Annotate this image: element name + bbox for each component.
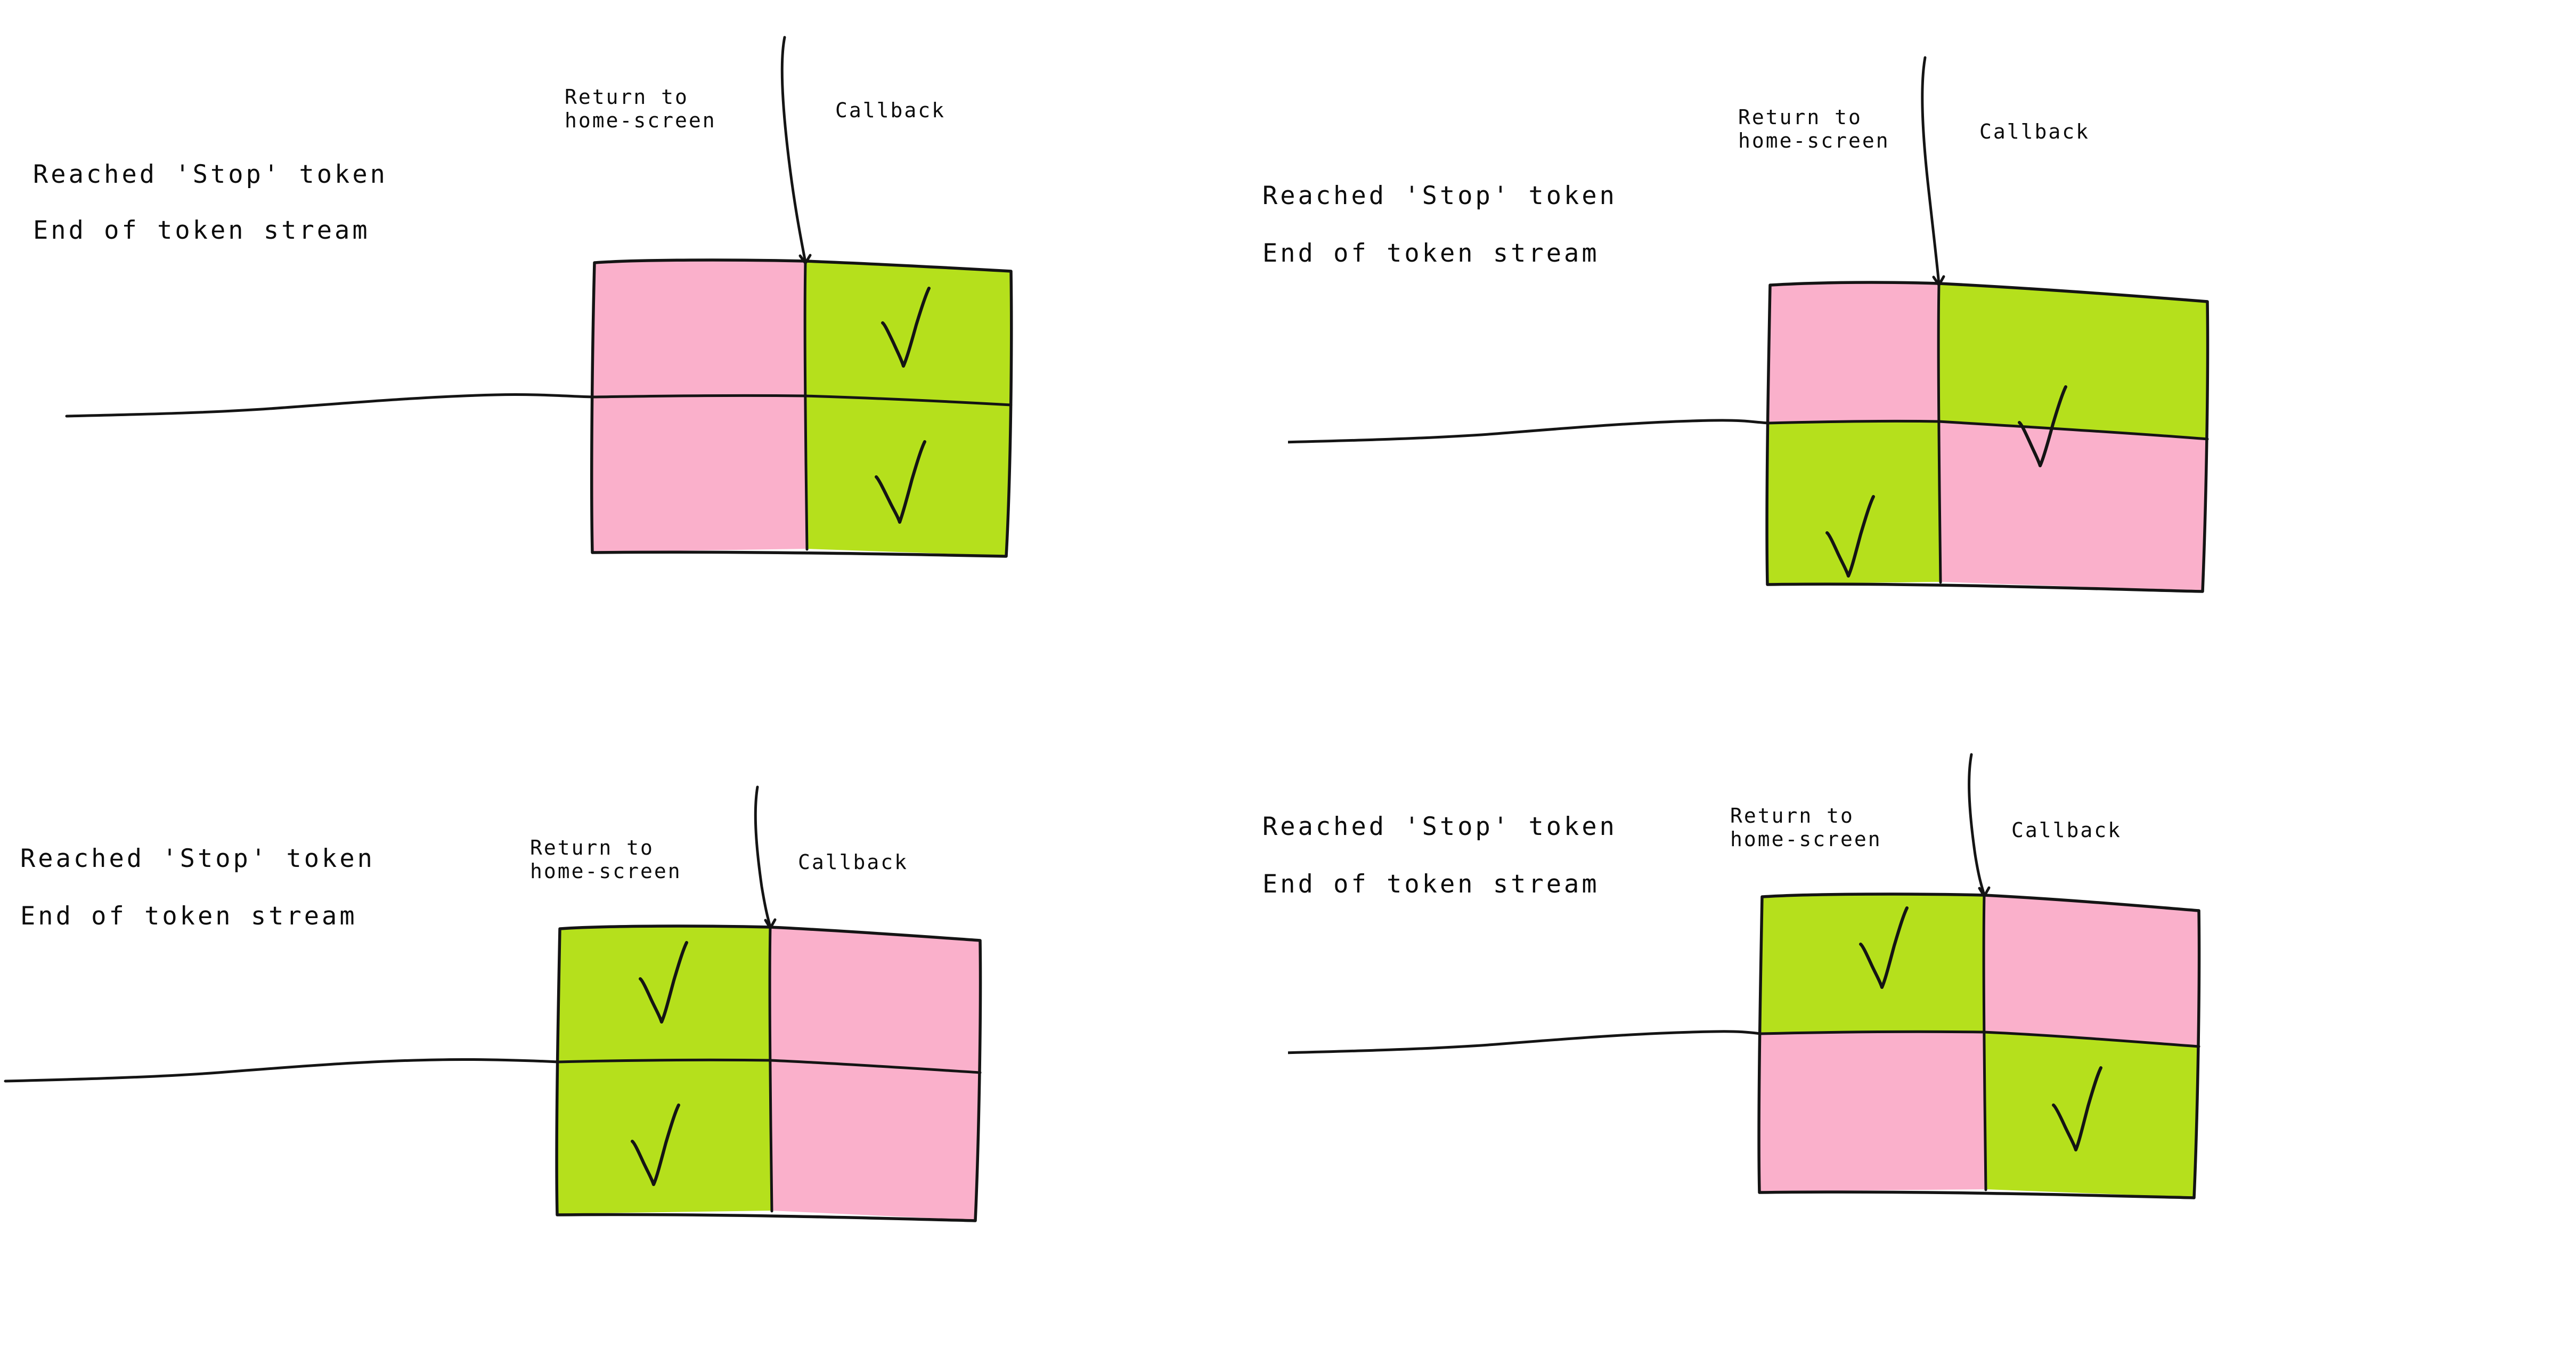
row-label-end-of-token-stream: End of token stream [20,902,357,931]
checkmark-icon-top-left [639,941,688,1024]
column-divider-line [1968,753,1986,897]
cell-bottom-left-fill[interactable] [591,395,807,552]
row-label-reached-stop-token: Reached 'Stop' token [33,160,388,189]
checkmark-icon-bottom-right [2052,1066,2102,1151]
column-divider-inner [803,261,809,551]
checkmark-icon-top-right [881,287,931,368]
row-divider-line [65,393,1013,418]
column-label-return-home: Return to home-screen [530,836,682,883]
column-label-return-home: Return to home-screen [1730,804,1882,851]
column-label-return-home: Return to home-screen [1738,106,1890,153]
column-label-callback: Callback [835,99,946,122]
panel-4-drawing [1288,753,2201,1199]
cell-top-right-fill[interactable] [804,261,1011,405]
cell-top-right-fill[interactable] [769,926,980,1072]
matrix-panel-top-left: Return to home-screen Callback Reached '… [0,0,1288,674]
panel-3-drawing [4,785,982,1222]
column-label-callback: Callback [1979,120,2090,143]
row-label-reached-stop-token: Reached 'Stop' token [20,844,375,873]
panel-2-drawing [1288,56,2210,593]
checkmark-icon-bottom-left [1825,495,1875,578]
column-label-return-home: Return to home-screen [565,85,716,133]
cell-top-right-fill[interactable] [1938,283,2207,439]
cell-bottom-left-fill[interactable] [1758,1032,1986,1191]
panel-1-drawing [65,36,1013,558]
row-divider-line [4,1058,982,1083]
checkmark-icon-top-left [1859,906,1909,989]
matrix-panel-bottom-left: Return to home-screen Callback Reached '… [0,674,1288,1347]
cell-bottom-left-fill[interactable] [1766,421,1941,584]
checkmark-icon-top-right [2018,385,2067,467]
column-label-callback: Callback [2011,818,2122,842]
cell-bottom-right-fill[interactable] [1939,421,2207,591]
column-divider-inner [768,926,773,1213]
cell-top-left-fill[interactable] [1768,283,1939,423]
matrix-outer-border [1757,892,2201,1199]
cell-bottom-right-fill[interactable] [1984,1032,2199,1197]
column-divider-line [754,785,772,929]
row-label-end-of-token-stream: End of token stream [1262,870,1600,899]
checkmark-icon-bottom-left [631,1103,680,1186]
matrix-panel-top-right: Return to home-screen Callback Reached '… [1262,0,2576,674]
row-divider-line [1288,1030,2200,1054]
cell-bottom-right-fill[interactable] [770,1060,980,1220]
column-divider-inner [1982,894,1987,1191]
cell-top-left-fill[interactable] [558,926,770,1061]
row-label-end-of-token-stream: End of token stream [1262,239,1600,268]
matrix-panel-bottom-right: Return to home-screen Callback Reached '… [1262,674,2576,1347]
row-label-reached-stop-token: Reached 'Stop' token [1262,181,1617,210]
cell-top-right-fill[interactable] [1983,894,2199,1046]
column-divider-inner [1937,282,1942,584]
row-label-end-of-token-stream: End of token stream [33,216,370,245]
matrix-outer-border [1765,281,2210,593]
cell-bottom-right-fill[interactable] [805,395,1011,556]
cell-top-left-fill[interactable] [593,261,805,396]
column-divider-line [1921,56,1941,286]
cell-bottom-left-fill[interactable] [556,1060,772,1214]
column-divider-line [780,36,807,264]
column-label-callback: Callback [798,850,909,874]
row-label-reached-stop-token: Reached 'Stop' token [1262,812,1617,841]
checkmark-icon-bottom-right [875,440,926,524]
